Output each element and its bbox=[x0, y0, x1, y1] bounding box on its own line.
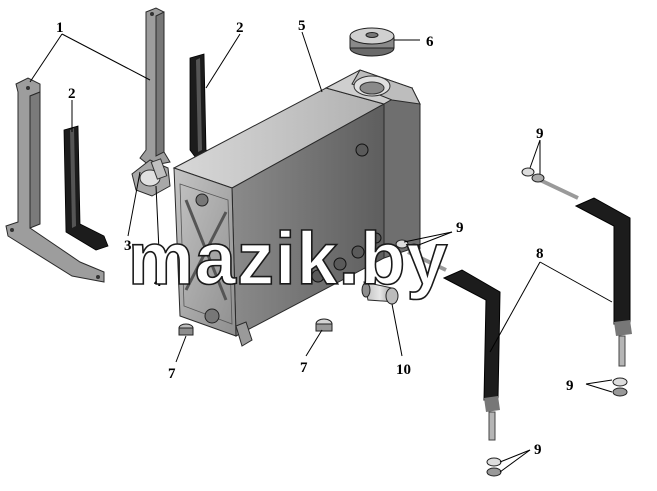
callout-2b: 2 bbox=[68, 86, 76, 102]
hose-right bbox=[539, 178, 632, 367]
callout-2a: 2 bbox=[236, 20, 244, 36]
rubber-pad-left bbox=[63, 125, 109, 251]
callout-9b: 9 bbox=[456, 220, 464, 236]
callout-7b: 7 bbox=[300, 360, 308, 376]
drain-valve bbox=[361, 281, 399, 305]
nut-pair-lower-right bbox=[612, 377, 628, 397]
leader-lines bbox=[29, 31, 613, 473]
callout-6: 6 bbox=[426, 34, 434, 50]
callout-3: 3 bbox=[124, 238, 132, 254]
callout-10: 10 bbox=[396, 362, 411, 378]
callout-9d: 9 bbox=[534, 442, 542, 458]
mounting-bracket-left bbox=[5, 77, 105, 283]
drain-plug-right bbox=[315, 318, 333, 332]
watermark: mazik.by bbox=[128, 217, 449, 300]
nut-pair-top-right bbox=[521, 167, 545, 183]
callout-9a: 9 bbox=[536, 126, 544, 142]
callout-8: 8 bbox=[536, 246, 544, 262]
hose-left bbox=[407, 250, 501, 441]
drain-plug-left bbox=[178, 323, 194, 336]
nut-pair-bottom bbox=[486, 457, 502, 477]
callout-1: 1 bbox=[56, 20, 64, 36]
level-sensor bbox=[131, 158, 171, 197]
callout-4: 4 bbox=[154, 274, 162, 290]
rubber-pad-right bbox=[189, 53, 221, 165]
callout-5: 5 bbox=[298, 18, 306, 34]
callout-9c: 9 bbox=[566, 378, 574, 394]
tank-assembly bbox=[172, 69, 421, 347]
mounting-bracket-rear bbox=[139, 7, 171, 167]
callout-labels: 1 2 2 3 4 5 6 7 7 8 9 9 9 9 10 bbox=[56, 18, 574, 458]
callout-7a: 7 bbox=[168, 366, 176, 382]
filler-cap bbox=[349, 27, 395, 57]
